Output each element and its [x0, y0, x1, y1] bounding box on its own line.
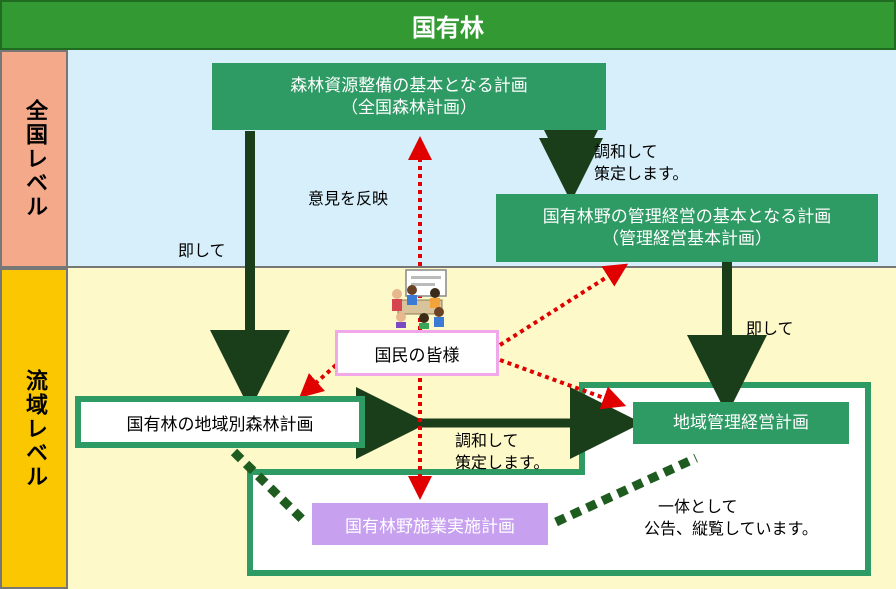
regional-mgmt-plan-box: 地域管理経営計画 — [633, 402, 849, 444]
regional-forest-plan-label: 国有林の地域別森林計画 — [126, 414, 314, 435]
mgmt-plan-subtitle: （管理経営基本計画） — [602, 229, 772, 249]
management-basic-plan-box: 国有林野の管理経営の基本となる計画 （管理経営基本計画） — [496, 194, 878, 262]
regional-mgmt-plan-label: 地域管理経営計画 — [673, 413, 809, 433]
public-notice-label: 一体として 公告、縦覧しています。 — [644, 496, 818, 540]
citizens-box: 国民の皆様 — [335, 330, 499, 376]
dotted-to-regional-forest — [299, 363, 338, 398]
coordinate-mid-label: 調和して 策定します。 — [455, 430, 549, 474]
basin-level-label: 流域レベル — [0, 268, 68, 589]
national-plan-title: 森林資源整備の基本となる計画 — [290, 75, 528, 96]
coordinate-top-line2: 策定します。 — [594, 164, 689, 183]
citizens-label: 国民の皆様 — [374, 345, 460, 366]
implementation-plan-box: 国有林野施業実施計画 — [312, 503, 548, 545]
coordinate-top-line1: 調和して — [594, 142, 658, 161]
regional-forest-plan-box: 国有林の地域別森林計画 — [75, 396, 365, 448]
coordinate-top-label: 調和して 策定します。 — [594, 141, 688, 185]
dashed-impl-to-mgmt — [554, 453, 698, 527]
national-level-label: 全国レベル — [0, 50, 68, 268]
coordinate-mid-line1: 調和して — [455, 431, 519, 450]
based-on-right-label: 即して — [746, 319, 794, 338]
mgmt-plan-title: 国有林野の管理経営の基本となる計画 — [542, 207, 832, 227]
national-plan-subtitle: （全国森林計画） — [341, 97, 477, 118]
dotted-to-mgmt — [498, 263, 629, 347]
dotted-to-regional-mgmt — [499, 358, 627, 410]
public-line2: 公告、縦覧しています。 — [644, 519, 818, 538]
public-line1: 一体として — [658, 497, 738, 516]
implementation-plan-label: 国有林野施業実施計画 — [345, 516, 515, 537]
page-title: 国有林 — [0, 0, 896, 50]
based-on-left-label: 即して — [178, 241, 226, 260]
reflect-opinion-label: 意見を反映 — [308, 189, 389, 208]
national-forest-plan-box: 森林資源整備の基本となる計画 （全国森林計画） — [212, 63, 606, 130]
coordinate-mid-line2: 策定します。 — [455, 453, 550, 472]
